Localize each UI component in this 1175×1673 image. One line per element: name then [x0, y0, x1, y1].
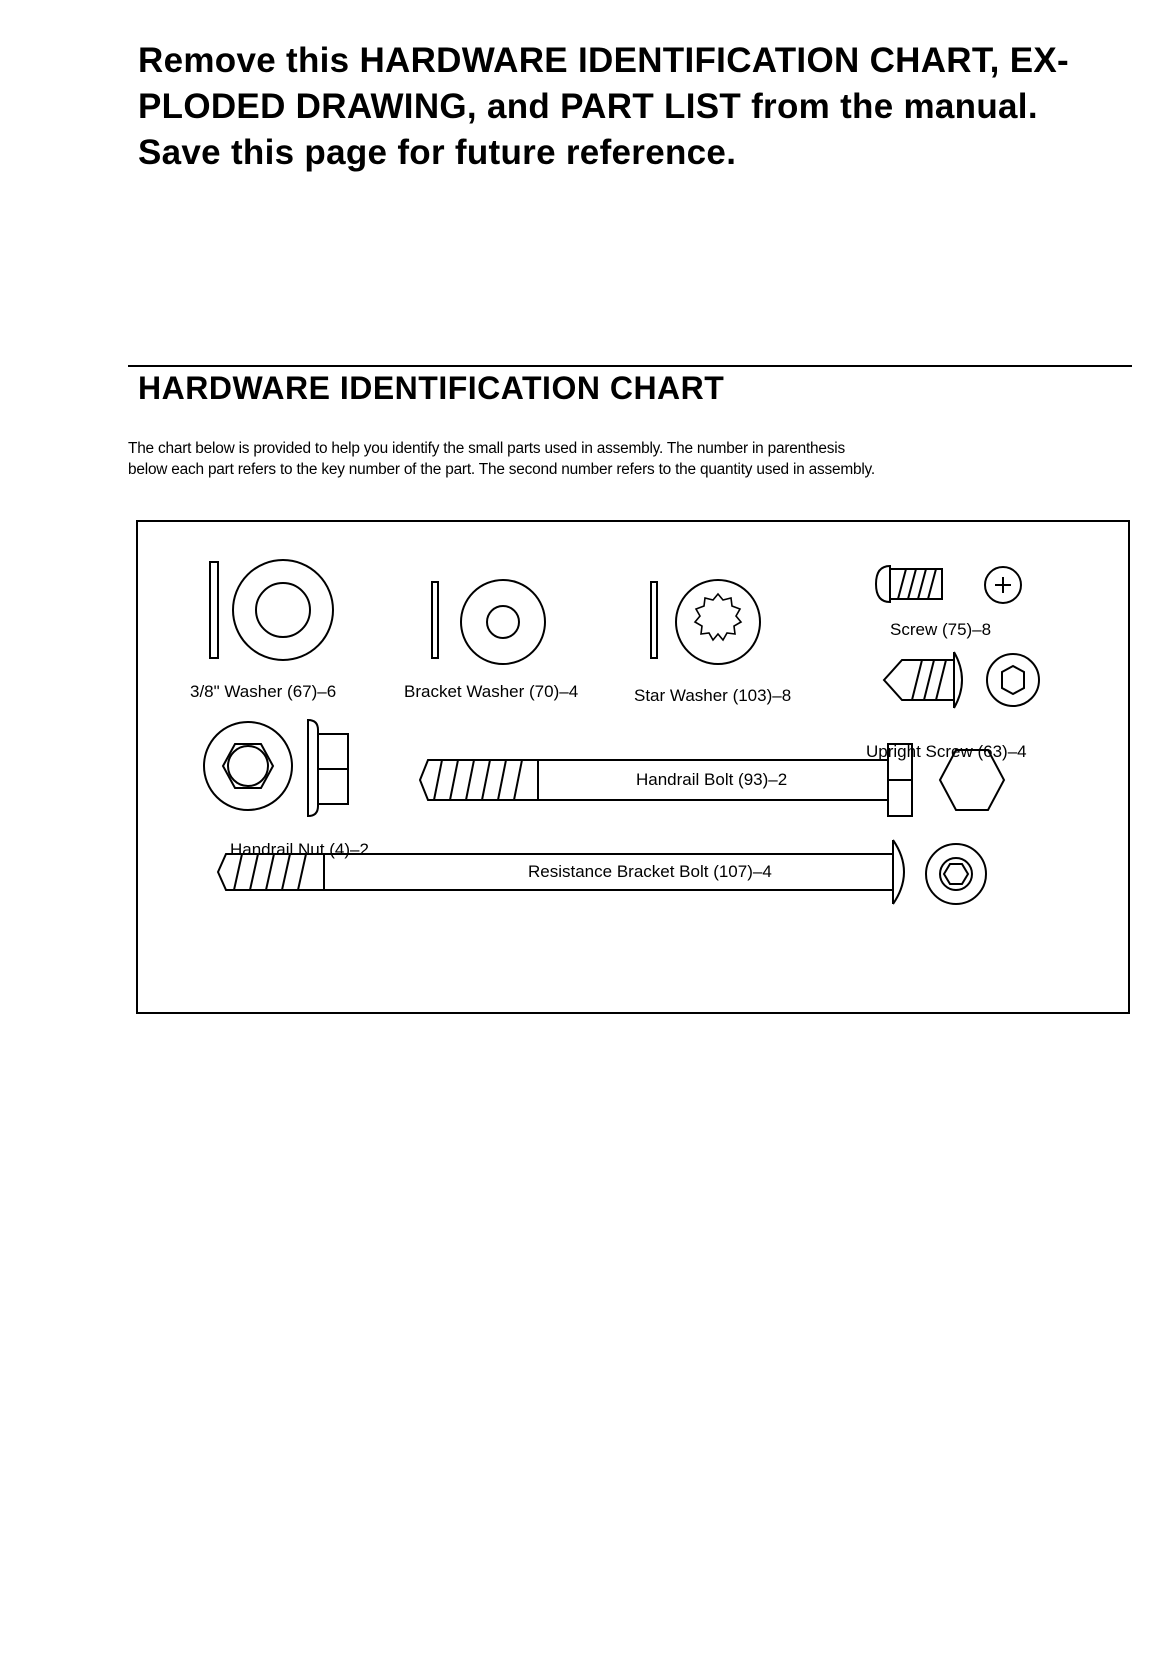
removal-notice: Remove this HARDWARE IDENTIFICATION CHAR…	[138, 38, 1098, 176]
resistance-bolt-drawing	[216, 839, 987, 905]
label-resistance-bolt: Resistance Bracket Bolt (107)–4	[528, 862, 772, 881]
label-star-washer: Star Washer (103)–8	[634, 686, 792, 705]
bracket-washer-drawing	[431, 579, 546, 665]
section-title: HARDWARE IDENTIFICATION CHART	[138, 370, 725, 406]
label-handrail-bolt: Handrail Bolt (93)–2	[636, 770, 788, 789]
screw-drawing	[874, 564, 1022, 604]
notice-line-1: Remove this HARDWARE IDENTIFICATION CHAR…	[138, 41, 1069, 80]
label-upright-screw: Upright Screw (63)–4	[866, 742, 1027, 761]
label-washer-38: 3/8" Washer (67)–6	[190, 682, 337, 701]
notice-line-3: Save this page for future reference.	[138, 133, 737, 172]
label-screw: Screw (75)–8	[890, 620, 992, 639]
label-bracket-washer: Bracket Washer (70)–4	[404, 682, 579, 701]
washer-38-drawing	[209, 559, 334, 661]
notice-line-2: PLODED DRAWING, and PART LIST from the m…	[138, 87, 1038, 126]
hardware-drawings	[203, 559, 1040, 905]
intro-line-1: The chart below is provided to help you …	[128, 440, 845, 457]
upright-screw-drawing	[882, 651, 1040, 709]
label-handrail-nut: Handrail Nut (4)–2	[230, 840, 369, 859]
section-divider	[128, 365, 1132, 367]
star-washer-drawing	[650, 579, 761, 665]
intro-line-2: below each part refers to the key number…	[128, 461, 875, 478]
hardware-chart: 3/8" Washer (67)–6 Bracket Washer (70)–4…	[136, 520, 1130, 1014]
handrail-bolt-drawing	[418, 743, 1006, 817]
handrail-nut-drawing	[203, 718, 349, 818]
chart-intro: The chart below is provided to help you …	[128, 438, 1138, 480]
